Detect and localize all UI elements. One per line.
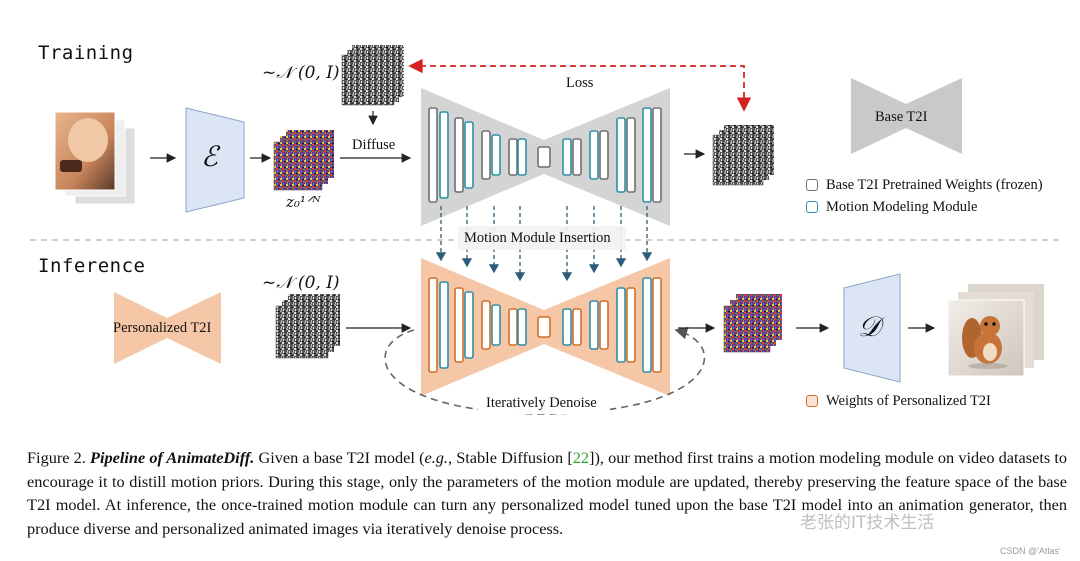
noise-stack-output: [712, 125, 774, 186]
base-t2i-label: Base T2I: [875, 109, 928, 125]
figure-caption: Figure 2. Pipeline of AnimateDiff. Given…: [27, 446, 1067, 540]
personalized-t2i-bowtie: [114, 292, 221, 364]
input-video-frames: [54, 111, 136, 205]
legend-motion-swatch: [806, 201, 818, 213]
training-unet-blocks: [428, 107, 662, 203]
caption-part1: Given a base T2I model (: [254, 448, 425, 467]
motion-insertion-label: Motion Module Insertion: [464, 230, 611, 246]
base-t2i-bowtie: [851, 78, 962, 154]
loss-label: Loss: [566, 75, 594, 91]
caption-part3: ]), our method first trains a motion mod…: [27, 448, 1068, 538]
motion-insertion-label-bg: [458, 226, 626, 250]
noise-label-training: ~𝒩 (0, I): [262, 63, 340, 83]
encoder-symbol: ℰ: [201, 140, 218, 173]
inference-section-title: Inference: [38, 255, 146, 277]
latent-label: z₀¹ᐟᴺ: [286, 193, 321, 211]
training-section-title: Training: [38, 42, 134, 64]
legend-personalized-text: Weights of Personalized T2I: [826, 393, 991, 409]
caption-title: Pipeline of AnimateDiff.: [90, 448, 255, 467]
legend-frozen: Base T2I Pretrained Weights (frozen): [806, 177, 1043, 194]
iterative-label-bg: [478, 392, 610, 414]
caption-eg: e.g.: [424, 448, 449, 467]
noise-stack-training: [341, 45, 404, 106]
csdn-watermark: CSDN @'Atlas': [1000, 546, 1061, 556]
diffuse-label: Diffuse: [352, 137, 396, 153]
loss-arrow: [408, 58, 752, 112]
iteratively-denoise-label: Iteratively Denoise: [486, 395, 597, 411]
latent-cube: [273, 130, 334, 191]
watermark-text: 老张的IT技术生活: [800, 513, 935, 533]
output-latent-cube: [723, 294, 782, 353]
inference-unet-blocks: [428, 277, 662, 373]
decoder-block: [843, 273, 901, 383]
caption-prefix: Figure 2.: [27, 448, 91, 467]
output-animation-frames: [947, 284, 1044, 377]
legend-motion: Motion Modeling Module: [806, 199, 977, 216]
legend-frozen-text: Base T2I Pretrained Weights (frozen): [826, 177, 1043, 193]
noise-stack-inference: [275, 294, 340, 359]
decoder-symbol: 𝒟: [858, 310, 881, 343]
noise-label-inference: ~𝒩 (0, I): [262, 273, 340, 293]
legend-personalized-swatch: [806, 395, 818, 407]
personalized-t2i-label: Personalized T2I: [113, 320, 212, 336]
caption-part2: , Stable Diffusion [: [448, 448, 573, 467]
legend-motion-text: Motion Modeling Module: [826, 199, 978, 215]
legend-frozen-swatch: [806, 179, 818, 191]
legend-personalized: Weights of Personalized T2I: [806, 393, 991, 410]
pipeline-diagram: [30, 45, 1060, 415]
encoder-block: [185, 107, 245, 213]
caption-citation[interactable]: 22: [572, 448, 590, 467]
